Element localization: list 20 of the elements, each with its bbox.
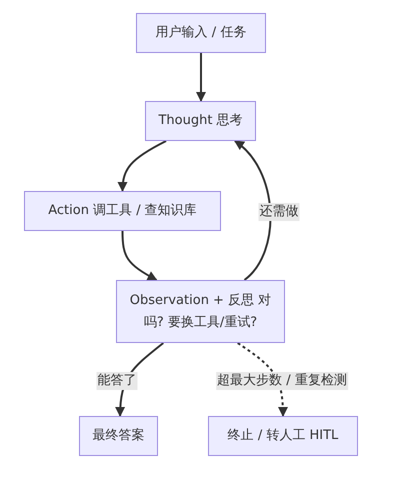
arrow: [196, 53, 206, 102]
process-box: [116, 280, 285, 343]
arrow: [118, 140, 167, 192]
edge-label: 能答了: [96, 372, 138, 390]
edge-label: 超最大步数 / 重复检测: [216, 372, 348, 390]
node-text: Thought 思考: [158, 112, 243, 130]
edge-label: 还需做: [258, 203, 300, 221]
arrow: [122, 230, 158, 281]
node-text: 终止 / 转人工 HITL: [228, 427, 338, 445]
process-box: [79, 416, 158, 456]
node-text: 最终答案: [92, 427, 144, 445]
process-box: [145, 101, 256, 141]
node-text: 用户输入 / 任务: [156, 24, 246, 42]
arrow: [234, 140, 272, 281]
arrow: [237, 342, 288, 417]
node-text: Action 调工具 / 查知识库: [48, 202, 197, 220]
process-box: [24, 191, 221, 231]
node-text: Observation + 反思 对吗? 要换工具/重试?: [128, 292, 272, 332]
process-box: [136, 13, 266, 53]
process-box: [208, 416, 358, 456]
